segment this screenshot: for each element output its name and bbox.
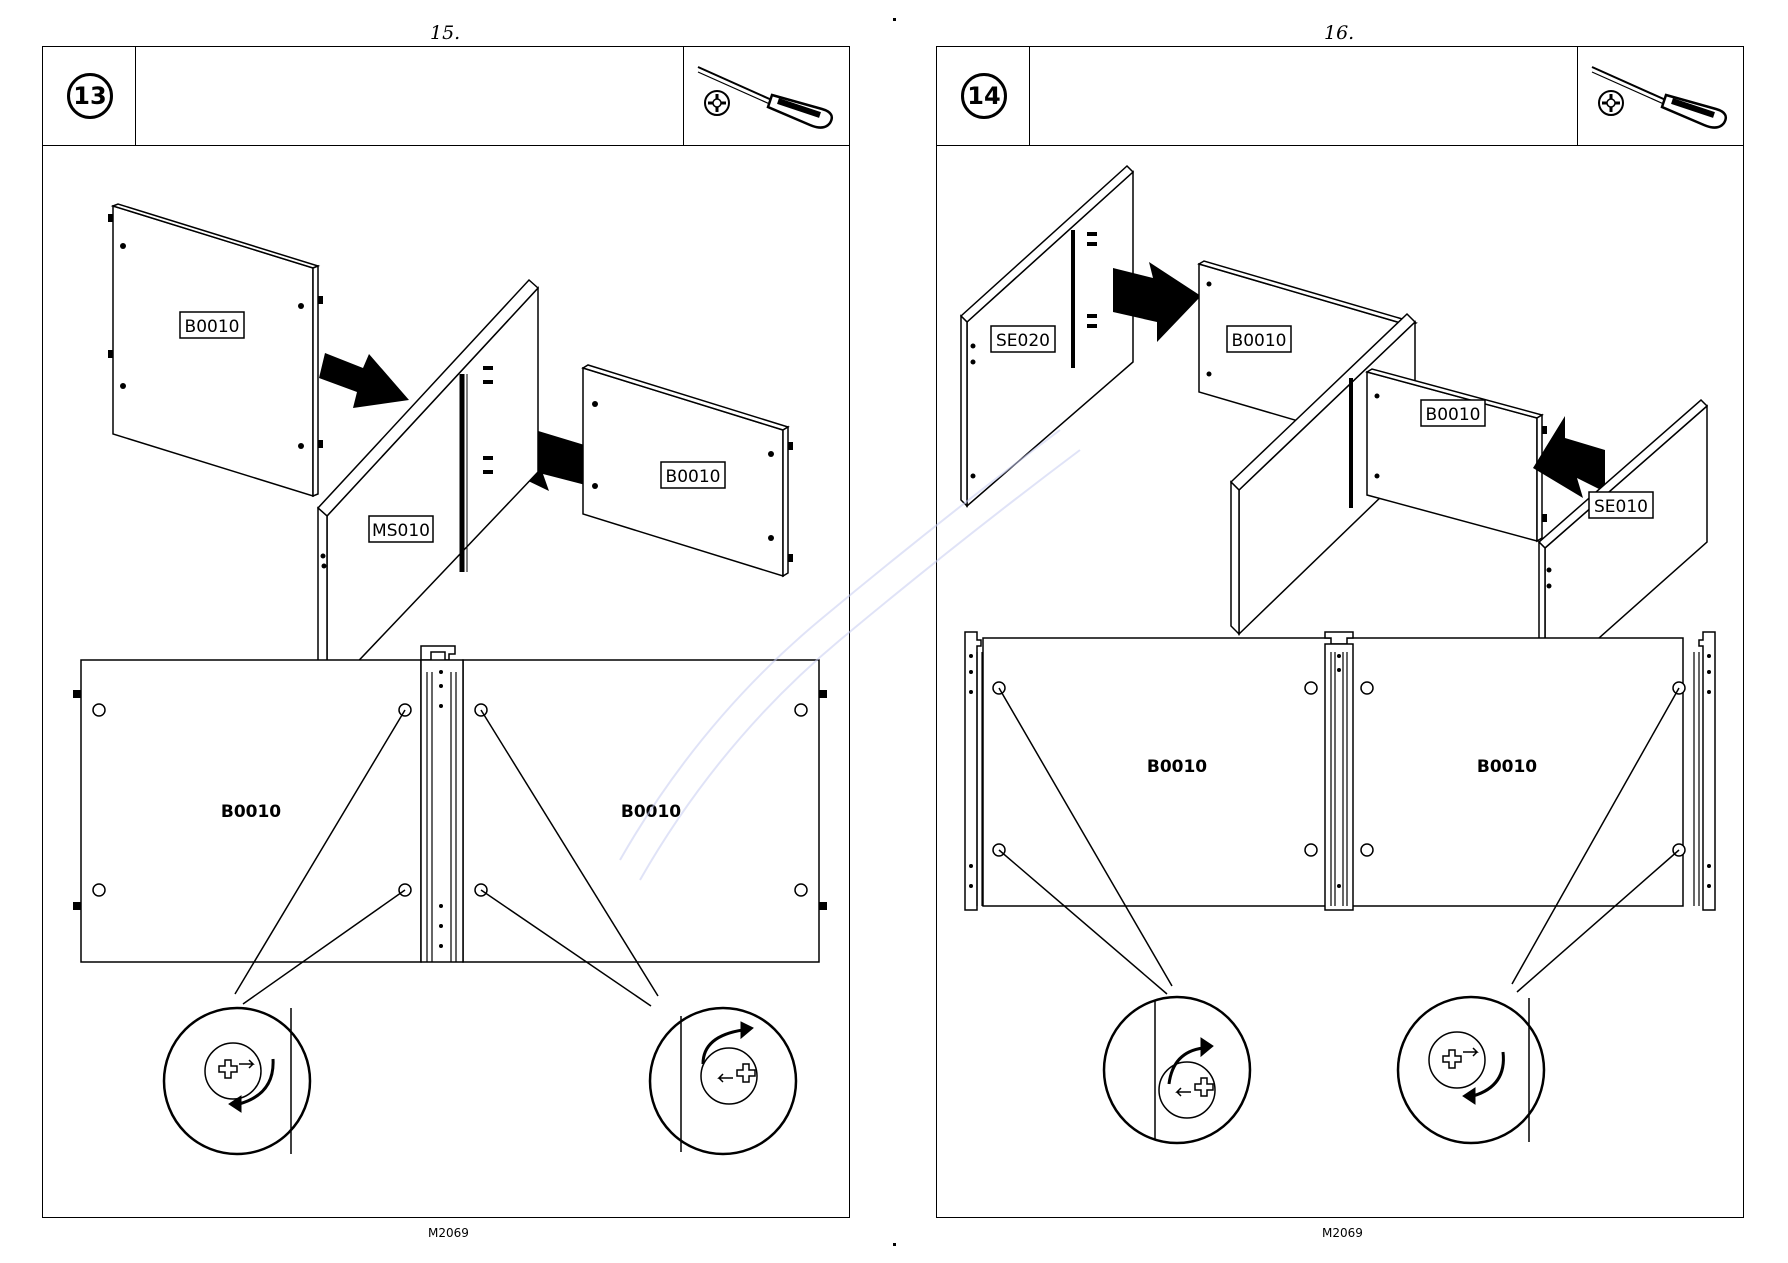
step-number: 14 [961, 73, 1007, 119]
label-b0010-right: B0010 [1426, 405, 1481, 425]
step-cell: 14 [937, 47, 1030, 145]
detail-right [1396, 995, 1546, 1145]
panel-b0010-left [110, 203, 321, 498]
step-number: 13 [67, 73, 113, 119]
screwdriver-icon [1591, 66, 1727, 129]
label-se020: SE020 [996, 331, 1050, 351]
label-assembled-left: B0010 [1147, 757, 1207, 777]
detail-left [162, 1006, 312, 1156]
center-mark [893, 1243, 896, 1246]
instruction-panel: 13 [42, 46, 850, 1218]
page-number: 16. [1324, 22, 1355, 44]
cam-lock-icon [92, 703, 808, 897]
panel-se010 [1537, 398, 1709, 688]
panel-ms010 [316, 278, 540, 696]
screwdriver-icon [697, 66, 833, 129]
instruction-panel: 14 [936, 46, 1744, 1218]
assembly-illustration: B0010 MS010 [73, 203, 827, 1156]
label-assembled-left: B0010 [221, 802, 281, 822]
tool-cell [683, 47, 849, 145]
label-se010: SE010 [1594, 497, 1648, 517]
label-assembled-right: B0010 [1477, 757, 1537, 777]
panel-b0010-right [1365, 368, 1544, 543]
insert-arrow-icon [319, 353, 409, 408]
tool-cell [1577, 47, 1743, 145]
step-cell: 13 [43, 47, 136, 145]
label-b0010-left: B0010 [185, 317, 240, 337]
model-code: M2069 [428, 1226, 469, 1240]
label-assembled-right: B0010 [621, 802, 681, 822]
insert-arrow-icon [1113, 262, 1201, 342]
panel-header: 14 [937, 47, 1743, 146]
detail-right [648, 1006, 798, 1156]
label-b0010-back: B0010 [1232, 331, 1287, 351]
assembly-illustration: SE020 B0010 [959, 164, 1716, 1145]
model-code: M2069 [1322, 1226, 1363, 1240]
label-b0010-right: B0010 [666, 467, 721, 487]
page-number: 15. [430, 22, 461, 44]
panel-header: 13 [43, 47, 849, 146]
center-mark [893, 18, 896, 21]
detail-left [1102, 995, 1252, 1145]
insert-arrow-icon [1533, 416, 1605, 498]
label-ms010: MS010 [372, 521, 430, 541]
